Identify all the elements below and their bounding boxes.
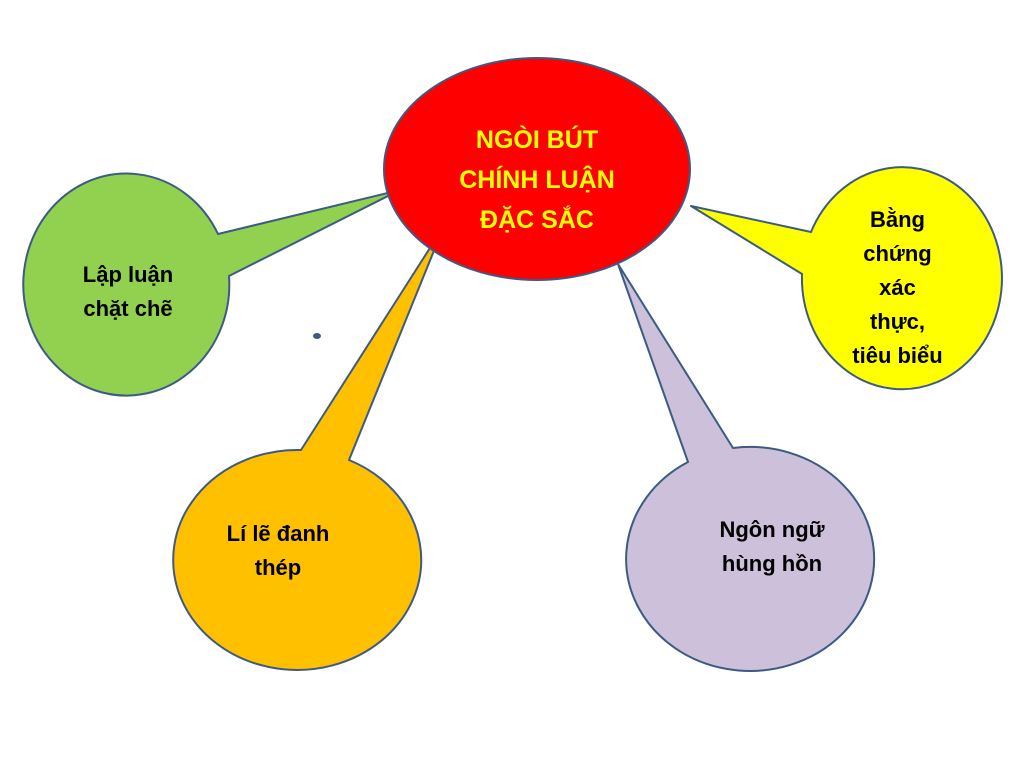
bubble-line: xác <box>879 275 916 300</box>
bubble-label-green: Lập luận chặt chẽ <box>48 258 208 326</box>
stray-dot <box>313 333 321 339</box>
bubble-label-orange: Lí lẽ đanh thép <box>188 517 368 585</box>
callout-orange <box>172 225 445 671</box>
bubble-line: hùng hồn <box>721 551 823 576</box>
callout-bubble-orange <box>172 225 445 671</box>
central-topic-line: ĐẶC SẮC <box>480 206 594 234</box>
bubble-label-lavender: Ngôn ngữ hùng hồn <box>682 513 862 581</box>
central-topic-label: NGÒI BÚT CHÍNH LUẬN ĐẶC SẮC <box>437 120 637 240</box>
bubble-line: chứng <box>863 241 932 266</box>
callout-green <box>22 172 401 397</box>
bubble-line: thực, <box>869 309 926 334</box>
callout-lavender <box>617 263 876 672</box>
bubble-line: tiêu biểu <box>852 343 943 368</box>
central-topic-line: CHÍNH LUẬN <box>459 166 615 194</box>
bubble-line: Lí lẽ đanh <box>226 521 330 546</box>
callout-yellow <box>690 166 1003 391</box>
bubble-line: Lập luận <box>82 262 174 287</box>
bubble-line: Bằng <box>870 207 925 232</box>
bubble-line: chặt chẽ <box>83 296 173 321</box>
bubble-line: Ngôn ngữ <box>719 517 825 542</box>
callout-bubble-green <box>22 172 401 397</box>
callout-bubble-yellow <box>690 166 1003 391</box>
central-topic-line: NGÒI BÚT <box>475 126 599 154</box>
callout-bubble-lavender <box>617 263 876 672</box>
bubble-label-yellow: Bằng chứng xác thực, tiêu biểu <box>820 203 975 373</box>
bubble-line: thép <box>254 555 302 580</box>
central-topic-ellipse <box>383 57 691 281</box>
